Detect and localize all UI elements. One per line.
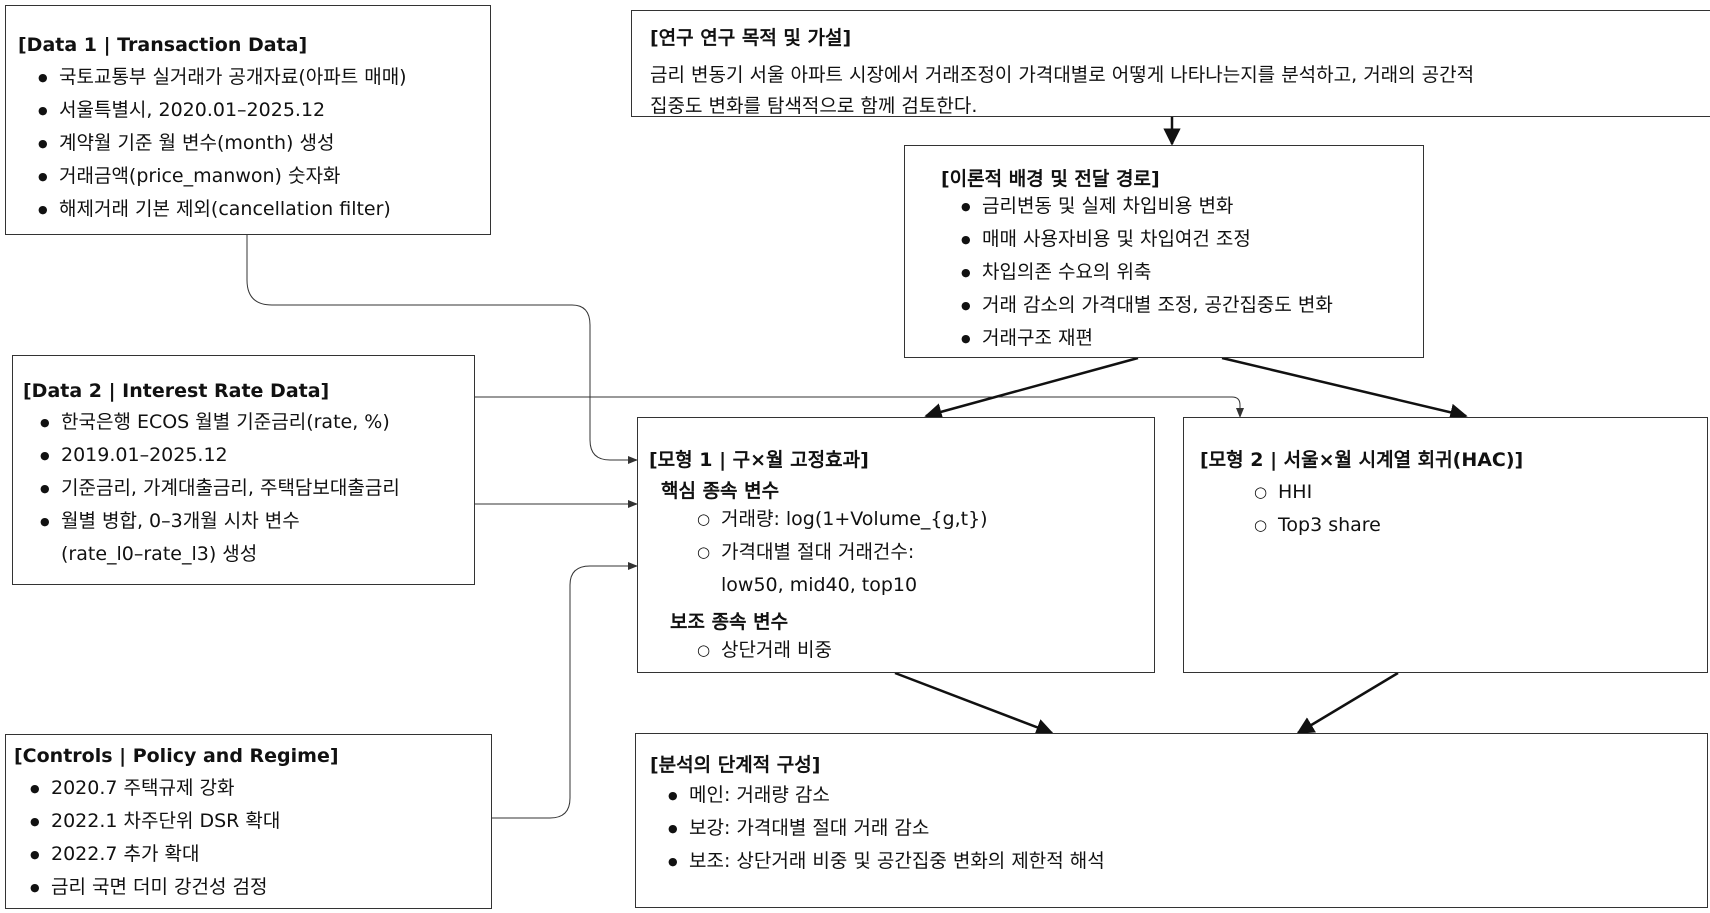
arrow-model1-to-stages (894, 671, 1054, 736)
list-item: 차입의존 수요의 위축 (961, 256, 1333, 289)
list-item: 보강: 가격대별 절대 거래 감소 (668, 812, 1105, 845)
connector-data2-to-model2 (475, 396, 1244, 418)
arrow-model2-to-stages (1296, 671, 1399, 735)
list-item: 거래금액(price_manwon) 숫자화 (38, 160, 407, 193)
data2-box: [Data 2 | Interest Rate Data] 한국은행 ECOS … (12, 355, 475, 585)
list-item: Top3 share (1254, 509, 1381, 542)
purpose-title: [연구 연구 목적 및 가설] (650, 27, 852, 49)
theory-box: [이론적 배경 및 전달 경로] 금리변동 및 실제 차입비용 변화 매매 사용… (904, 145, 1424, 358)
data1-box: [Data 1 | Transaction Data] 국토교통부 실거래가 공… (5, 5, 491, 235)
list-item: 2022.1 차주단위 DSR 확대 (30, 805, 280, 838)
model2-list: HHI Top3 share (1254, 476, 1381, 542)
controls-box: [Controls | Policy and Regime] 2020.7 주택… (5, 734, 492, 909)
list-item: 거래량: log(1+Volume_{g,t}) (697, 503, 988, 536)
list-item: 보조: 상단거래 비중 및 공간집중 변화의 제한적 해석 (668, 845, 1105, 878)
model2-box: [모형 2 | 서울×월 시계열 회귀(HAC)] HHI Top3 share (1183, 417, 1708, 673)
list-item: 계약월 기준 월 변수(month) 생성 (38, 127, 407, 160)
list-item: 해제거래 기본 제외(cancellation filter) (38, 193, 407, 226)
stages-box: [분석의 단계적 구성] 메인: 거래량 감소 보강: 가격대별 절대 거래 감… (635, 733, 1708, 908)
controls-title: [Controls | Policy and Regime] (14, 745, 339, 767)
list-item: 매매 사용자비용 및 차입여건 조정 (961, 223, 1333, 256)
data2-title: [Data 2 | Interest Rate Data] (23, 380, 330, 402)
model1-aux-list: 상단거래 비중 (697, 634, 832, 667)
controls-list: 2020.7 주택규제 강화 2022.1 차주단위 DSR 확대 2022.7… (30, 772, 280, 904)
connector-controls-to-model1 (492, 562, 638, 819)
model1-core-list: 거래량: log(1+Volume_{g,t}) 가격대별 절대 거래건수: (697, 503, 988, 569)
list-item: 거래구조 재편 (961, 322, 1333, 355)
list-item: HHI (1254, 476, 1381, 509)
purpose-line-2: 집중도 변화를 탐색적으로 함께 검토한다. (650, 95, 978, 117)
purpose-box: [연구 연구 목적 및 가설] 금리 변동기 서울 아파트 시장에서 거래조정이… (631, 10, 1710, 117)
list-item: 월별 병합, 0–3개월 시차 변수 (40, 505, 400, 538)
stages-title: [분석의 단계적 구성] (650, 754, 821, 776)
model1-box: [모형 1 | 구×월 고정효과] 핵심 종속 변수 거래량: log(1+Vo… (637, 417, 1155, 673)
data1-list: 국토교통부 실거래가 공개자료(아파트 매매) 서울특별시, 2020.01–2… (38, 61, 407, 226)
list-item: 국토교통부 실거래가 공개자료(아파트 매매) (38, 61, 407, 94)
list-item: 금리 국면 더미 강건성 검정 (30, 871, 280, 904)
purpose-line-1: 금리 변동기 서울 아파트 시장에서 거래조정이 가격대별로 어떻게 나타나는지… (650, 64, 1475, 86)
model1-core-heading: 핵심 종속 변수 (661, 480, 780, 502)
list-item: 상단거래 비중 (697, 634, 832, 667)
stages-list: 메인: 거래량 감소 보강: 가격대별 절대 거래 감소 보조: 상단거래 비중… (668, 779, 1105, 878)
theory-list: 금리변동 및 실제 차입비용 변화 매매 사용자비용 및 차입여건 조정 차입의… (961, 190, 1333, 355)
list-item: 2020.7 주택규제 강화 (30, 772, 280, 805)
list-item: 기준금리, 가계대출금리, 주택담보대출금리 (40, 472, 400, 505)
arrow-theory-to-model1 (924, 356, 1139, 421)
list-item: 한국은행 ECOS 월별 기준금리(rate, %) (40, 406, 400, 439)
model1-aux-heading: 보조 종속 변수 (670, 611, 789, 633)
data2-continuation: (rate_l0–rate_l3) 생성 (61, 543, 258, 565)
model1-title: [모형 1 | 구×월 고정효과] (649, 449, 869, 471)
theory-title: [이론적 배경 및 전달 경로] (941, 168, 1160, 190)
arrow-theory-to-model2 (1221, 356, 1468, 421)
model2-title: [모형 2 | 서울×월 시계열 회귀(HAC)] (1200, 449, 1524, 471)
data2-list: 한국은행 ECOS 월별 기준금리(rate, %) 2019.01–2025.… (40, 406, 400, 538)
list-item: 거래 감소의 가격대별 조정, 공간집중도 변화 (961, 289, 1333, 322)
list-item: 2022.7 추가 확대 (30, 838, 280, 871)
list-item: 가격대별 절대 거래건수: (697, 536, 988, 569)
list-item: 서울특별시, 2020.01–2025.12 (38, 94, 407, 127)
list-item: 금리변동 및 실제 차입비용 변화 (961, 190, 1333, 223)
model1-core-continuation: low50, mid40, top10 (721, 574, 918, 596)
data1-title: [Data 1 | Transaction Data] (18, 34, 308, 56)
list-item: 2019.01–2025.12 (40, 439, 400, 472)
list-item: 메인: 거래량 감소 (668, 779, 1105, 812)
